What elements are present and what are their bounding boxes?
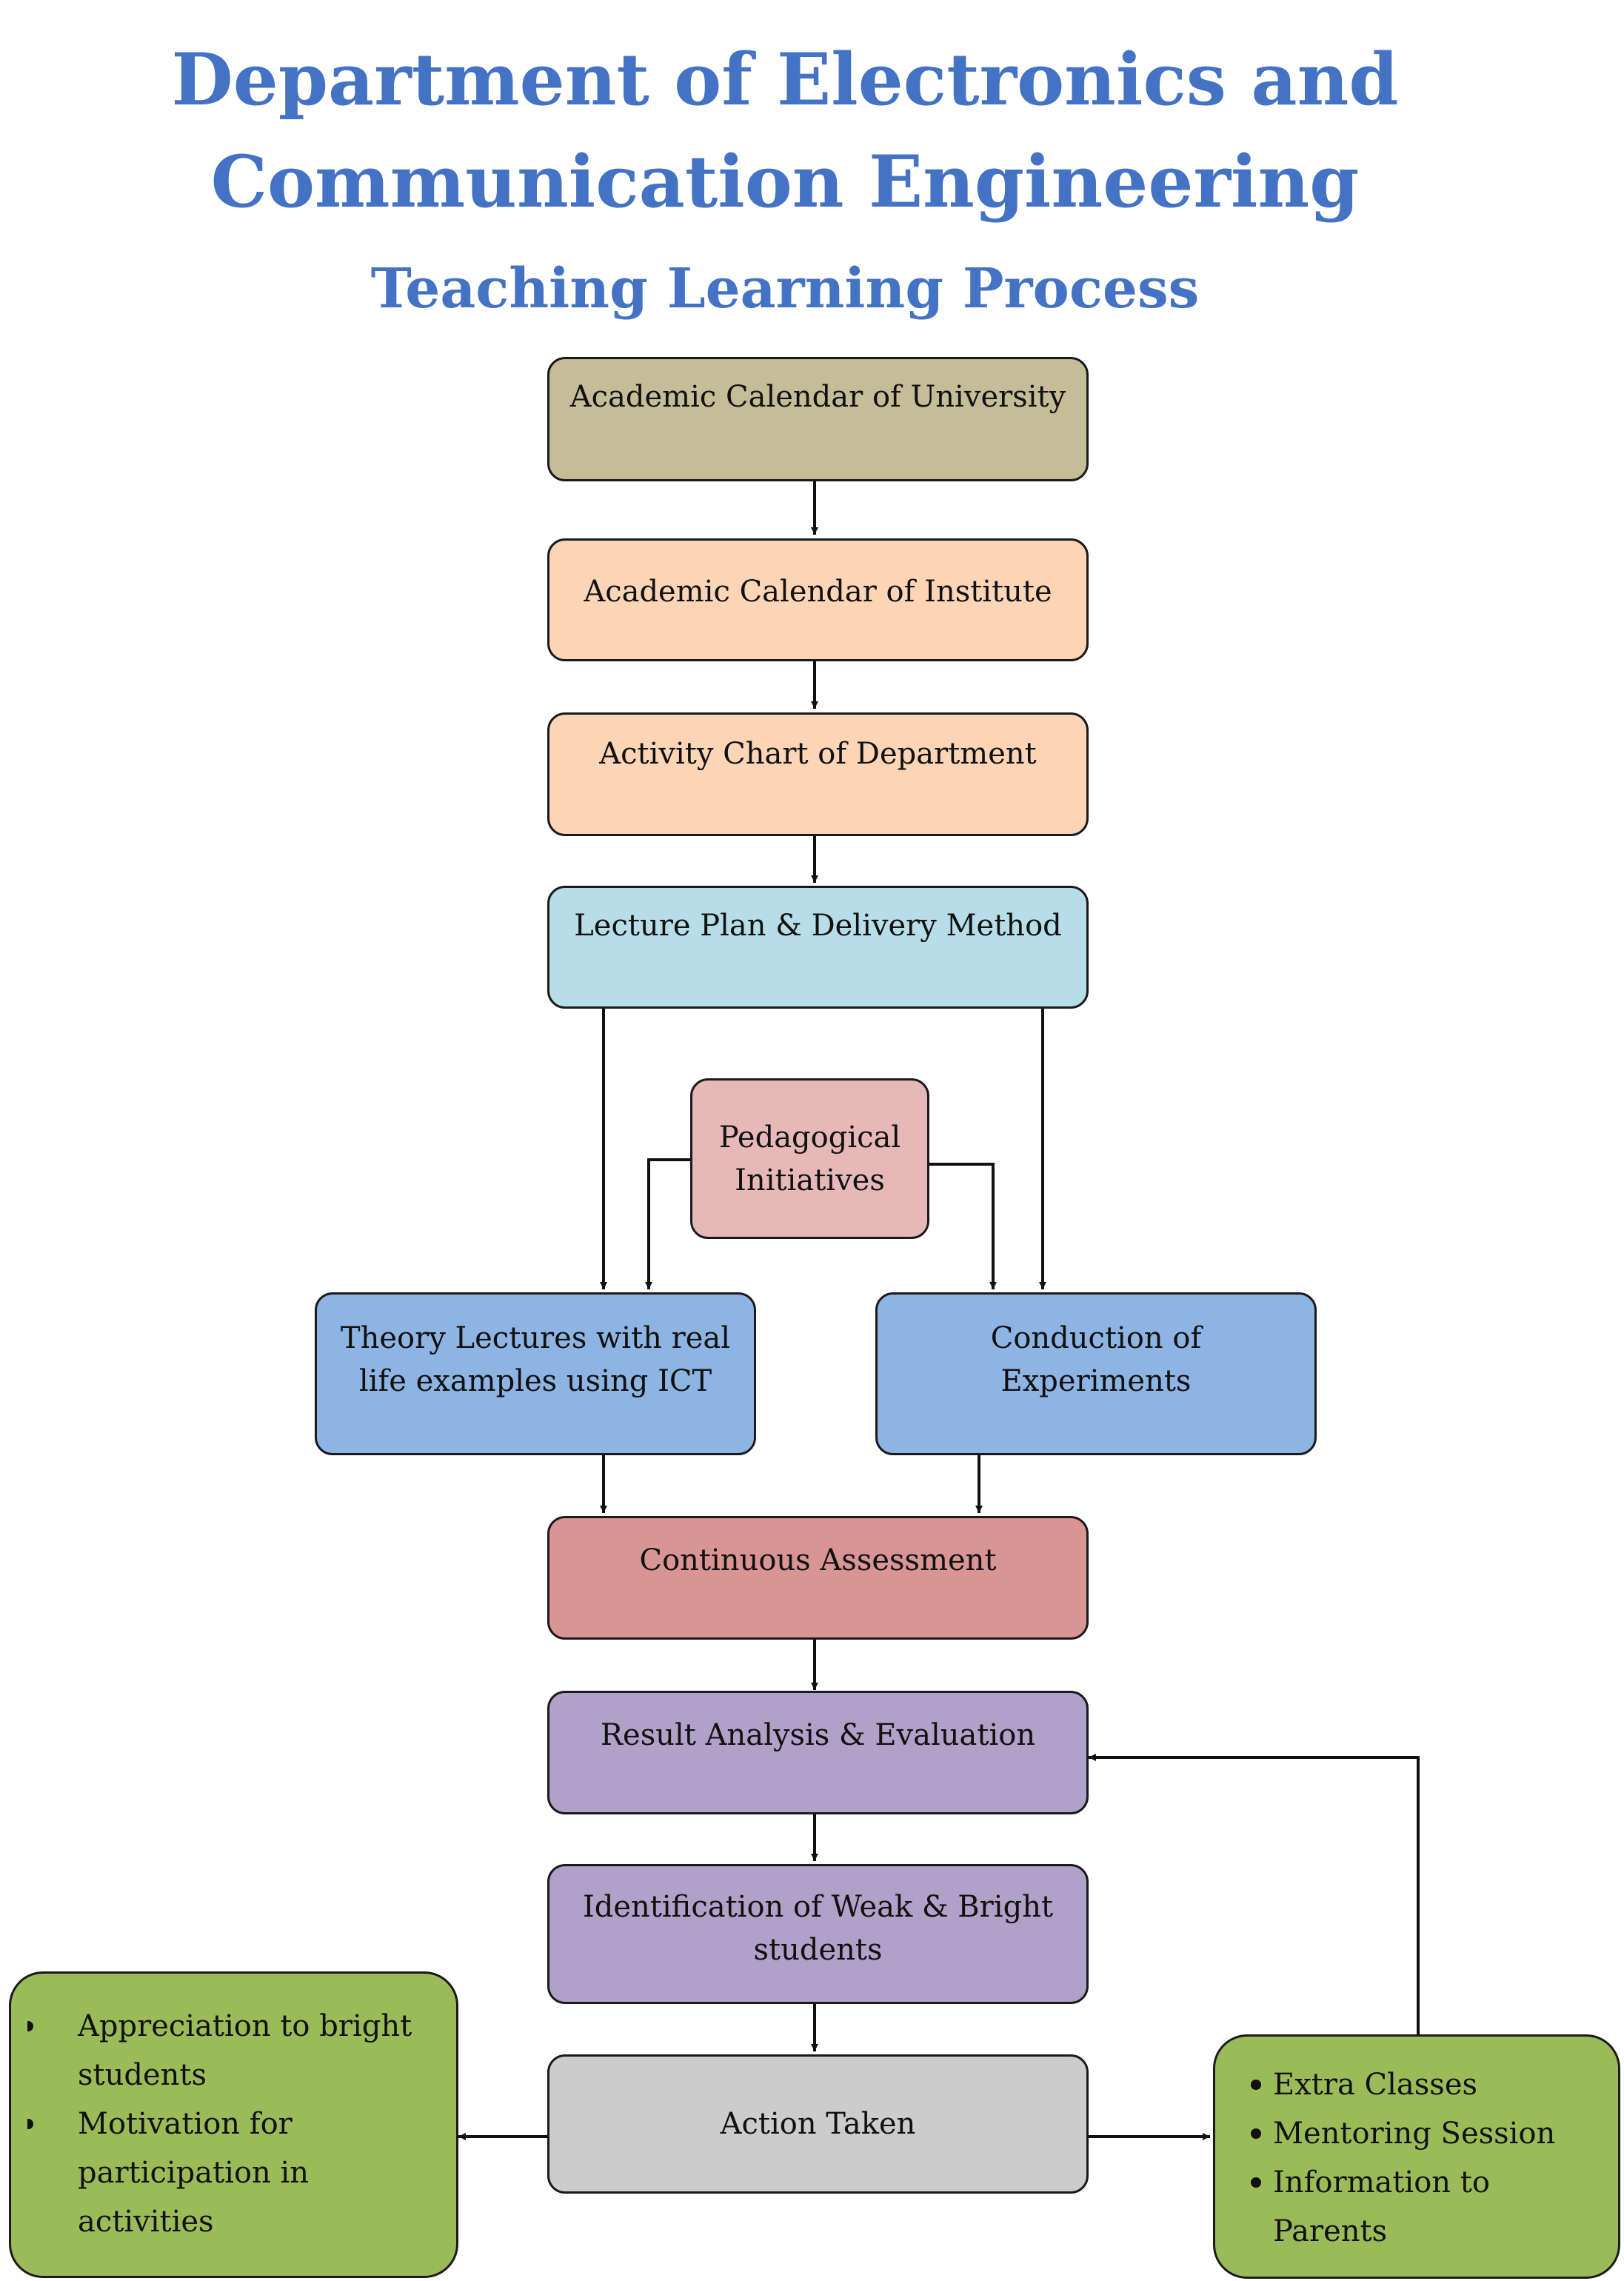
lecture-plan-box: Lecture Plan & Delivery Method <box>547 886 1089 1009</box>
list-item: Extra Classes <box>1251 2060 1603 2109</box>
theory-lectures-label-line-1: Theory Lectures with real <box>340 1321 731 1355</box>
page-subtitle: Teaching Learning Process <box>370 257 1200 321</box>
activity-chart-label: Activity Chart of Department <box>599 737 1037 771</box>
university-calendar-box: Academic Calendar of University <box>547 357 1089 481</box>
list-item: Motivation for participation in activiti… <box>27 2100 441 2246</box>
list-item: Mentoring Session <box>1251 2109 1603 2158</box>
arrow-pedagogical-to-theory <box>645 1158 690 1289</box>
page-title-line-2: Communication Engineering <box>210 140 1360 224</box>
theory-lectures-box: Theory Lectures with real life examples … <box>315 1292 756 1455</box>
institute-calendar-box: Academic Calendar of Institute <box>547 538 1089 661</box>
identification-label-line-2: students <box>753 1933 883 1967</box>
identification-label-line-1: Identification of Weak & Bright <box>582 1890 1054 1924</box>
arrow-pedagogical-to-experiments <box>928 1163 997 1289</box>
identification-box: Identification of Weak & Bright students <box>547 1864 1089 2004</box>
list-item: Appreciation to bright students <box>27 2002 441 2100</box>
experiments-label-line-2: Experiments <box>1000 1364 1192 1398</box>
list-item: Information to Parents <box>1251 2158 1603 2256</box>
weak-student-actions-box: Extra Classes Mentoring Session Informat… <box>1213 2034 1620 2279</box>
weak-student-actions-list: Extra Classes Mentoring Session Informat… <box>1251 2060 1603 2256</box>
page-title-line-1: Department of Electronics and <box>171 38 1399 121</box>
activity-chart-box: Activity Chart of Department <box>547 712 1089 836</box>
result-analysis-box: Result Analysis & Evaluation <box>547 1691 1089 1814</box>
arrow-feedback-to-result <box>1089 1754 1420 2034</box>
experiments-label-line-1: Conduction of <box>990 1321 1202 1355</box>
theory-lectures-label-line-2: life examples using ICT <box>358 1364 712 1398</box>
action-taken-label: Action Taken <box>720 2107 916 2141</box>
continuous-assessment-box: Continuous Assessment <box>547 1516 1089 1640</box>
pedagogical-initiatives-box: Pedagogical Initiatives <box>690 1078 929 1239</box>
action-taken-box: Action Taken <box>547 2054 1089 2194</box>
bright-student-actions-box: Appreciation to bright students Motivati… <box>9 1971 458 2278</box>
pedagogical-label-line-1: Pedagogical <box>718 1120 901 1155</box>
continuous-assessment-label: Continuous Assessment <box>639 1543 997 1577</box>
institute-calendar-label: Academic Calendar of Institute <box>584 575 1052 609</box>
bright-student-actions-list: Appreciation to bright students Motivati… <box>27 2002 441 2246</box>
lecture-plan-label: Lecture Plan & Delivery Method <box>574 909 1062 943</box>
university-calendar-label: Academic Calendar of University <box>569 380 1066 414</box>
experiments-box: Conduction of Experiments <box>875 1292 1317 1455</box>
result-analysis-label: Result Analysis & Evaluation <box>600 1718 1036 1752</box>
pedagogical-label-line-2: Initiatives <box>735 1163 885 1198</box>
